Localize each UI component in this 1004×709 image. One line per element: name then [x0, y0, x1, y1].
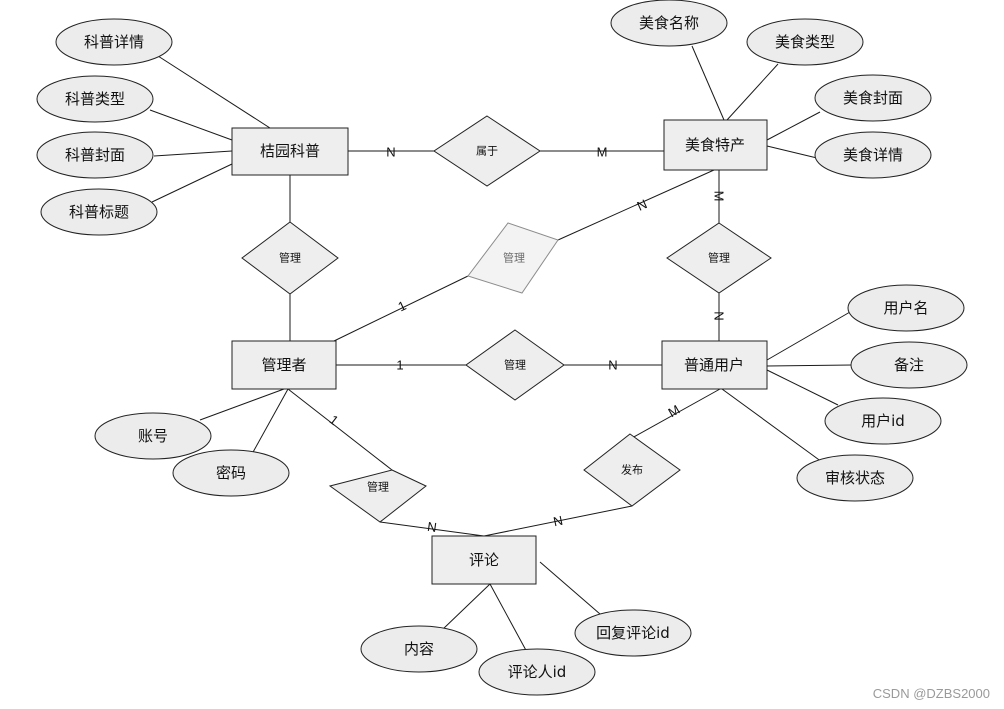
edge-science-title	[151, 163, 233, 203]
attr-user-note	[850, 341, 968, 389]
attr-food-cover	[814, 74, 932, 122]
attr-comment-author-id-label: 评论人id	[508, 663, 567, 681]
edge-admin-account	[199, 388, 285, 421]
edge-publish-comment	[483, 505, 633, 537]
attr-user-name-label: 用户名	[883, 299, 928, 317]
card-food-manage-food: N	[635, 196, 650, 214]
attr-admin-account-label: 账号	[138, 427, 168, 445]
attr-science-type-label: 科普类型	[65, 90, 125, 108]
edge-manage-faded-admin	[333, 275, 469, 342]
card-comment-publish: N	[552, 513, 564, 530]
attr-science-detail-label: 科普详情	[84, 33, 144, 51]
rel-manage-user-label: 管理	[504, 358, 526, 372]
attr-science-cover-label: 科普封面	[65, 146, 125, 164]
rel-manage-science-label: 管理	[279, 251, 301, 265]
attr-food-name-label: 美食名称	[639, 14, 699, 32]
rel-manage-user	[465, 329, 565, 401]
attr-user-name	[847, 284, 965, 332]
attr-user-id-label: 用户id	[861, 412, 905, 430]
rel-belongs	[433, 115, 541, 187]
rel-manage-comment-label: 管理	[367, 480, 389, 494]
attr-science-title	[40, 188, 158, 236]
card-science-belongs: N	[386, 145, 395, 160]
attribute-group: 科普详情 科普类型 科普封面 科普标题 美食名称 美食类型 美食封面 美食详情 …	[36, 0, 968, 696]
connector-lines	[149, 45, 853, 655]
entity-comment	[431, 535, 537, 585]
entity-admin-label: 管理者	[261, 356, 306, 374]
edge-food-name	[691, 45, 725, 121]
entity-science	[231, 127, 349, 176]
attr-admin-password-label: 密码	[216, 464, 246, 482]
entity-user	[661, 340, 768, 390]
edge-manage-comment-comment	[379, 521, 485, 537]
attr-comment-reply-id	[574, 609, 692, 657]
entity-comment-label: 评论	[469, 551, 499, 569]
edge-science-cover	[153, 150, 233, 157]
edge-science-detail	[157, 55, 271, 129]
attr-food-detail-label: 美食详情	[843, 146, 903, 164]
rel-manage-food-user-label: 管理	[708, 251, 730, 265]
card-admin-manage-user: 1	[396, 358, 403, 373]
edge-food-cover	[766, 111, 821, 141]
rel-manage-food-label: 管理	[503, 251, 525, 265]
attr-admin-account	[94, 412, 212, 460]
attr-science-type	[36, 75, 154, 123]
entity-group: 桔园科普 美食特产 管理者 普通用户 评论	[231, 119, 768, 585]
entity-admin	[231, 340, 337, 390]
attr-food-cover-label: 美食封面	[843, 89, 903, 107]
rel-manage-food	[467, 222, 559, 294]
edge-food-manage-faded	[557, 169, 715, 241]
edge-admin-password	[251, 388, 289, 455]
attr-food-type	[746, 18, 864, 66]
edge-comment-reply	[539, 561, 601, 615]
edge-user-id	[766, 369, 839, 406]
edge-comment-content	[441, 583, 491, 631]
attr-admin-password	[172, 449, 290, 497]
watermark: CSDN @DZBS2000	[872, 686, 990, 701]
edge-user-note	[766, 364, 853, 367]
card-admin-manage-comment: 1	[327, 412, 342, 428]
card-user-manage-food-user: N	[712, 311, 727, 320]
edge-science-type	[149, 109, 233, 141]
attr-food-name	[610, 0, 728, 47]
card-food-belongs: M	[597, 145, 608, 160]
attr-comment-content	[360, 625, 478, 673]
attr-comment-author-id	[478, 648, 596, 696]
entity-science-label: 桔园科普	[260, 142, 320, 160]
card-user-manage-user: N	[608, 358, 617, 373]
attr-food-detail	[814, 131, 932, 179]
edge-user-audit	[721, 388, 823, 463]
attr-user-audit-label: 审核状态	[825, 469, 885, 487]
attr-science-detail	[55, 18, 173, 66]
attr-user-note-label: 备注	[894, 356, 924, 374]
attr-science-cover	[36, 131, 154, 179]
edge-food-detail	[766, 145, 818, 159]
card-food-manage-food-user: M	[712, 191, 727, 202]
attr-user-audit	[796, 454, 914, 502]
edge-admin-manage-comment	[287, 388, 393, 471]
rel-publish-label: 发布	[621, 463, 643, 477]
entity-food	[663, 119, 768, 171]
rel-manage-science	[241, 221, 339, 295]
attr-science-title-label: 科普标题	[69, 203, 129, 221]
card-comment-manage-comment: N	[426, 519, 437, 535]
entity-food-label: 美食特产	[685, 136, 745, 154]
attr-food-type-label: 美食类型	[775, 33, 835, 51]
entity-user-label: 普通用户	[684, 356, 744, 374]
edge-food-type	[726, 63, 779, 121]
rel-belongs-label: 属于	[476, 145, 498, 158]
rel-publish	[583, 433, 681, 507]
attr-comment-content-label: 内容	[404, 640, 434, 658]
attr-user-id	[824, 397, 942, 445]
rel-manage-comment	[328, 469, 427, 523]
attr-comment-reply-id-label: 回复评论id	[596, 624, 670, 642]
relationship-group: 属于 管理 管理 管理 管理 管理 发布	[241, 115, 772, 523]
rel-manage-food-user	[666, 222, 772, 294]
edge-user-name	[766, 311, 851, 361]
edge-comment-author	[489, 583, 529, 655]
